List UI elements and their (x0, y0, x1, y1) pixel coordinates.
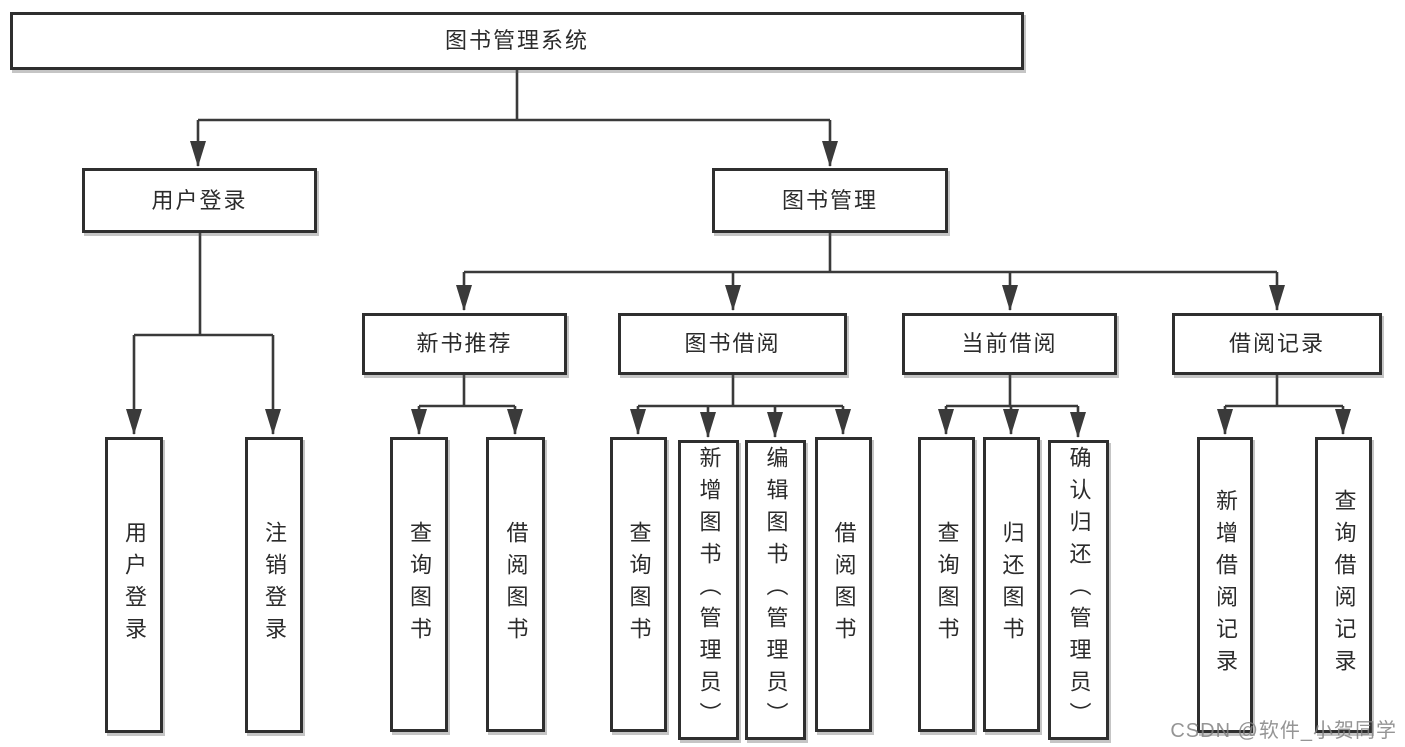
node-label: 用户登录 (122, 521, 147, 649)
watermark: CSDN @软件_小贺同学 (1170, 720, 1397, 742)
node-label: 编辑图书（管理员） (763, 446, 789, 734)
node-label: 查询图书 (626, 520, 652, 649)
node-label: 当前借阅 (961, 331, 1058, 356)
node-label: 新增图书（管理员） (696, 446, 722, 734)
node-label: 图书管理 (781, 187, 878, 213)
node-label: 确认归还（管理员） (1066, 446, 1092, 734)
node-label: 借阅记录 (1228, 331, 1325, 356)
node-label: 查询借阅记录 (1331, 489, 1357, 681)
leaf-query-borrow-record: 查询借阅记录 (1315, 437, 1372, 733)
leaf-edit-books-admin: 编辑图书（管理员） (745, 440, 806, 740)
node-label: 查询图书 (407, 520, 432, 649)
node-label: 图书管理系统 (444, 28, 589, 53)
leaf-borrow-books-recommend: 借阅图书 (486, 437, 545, 732)
node-library-management-system: 图书管理系统 (10, 12, 1024, 70)
leaf-logout: 注销登录 (245, 437, 303, 733)
node-borrowing-records: 借阅记录 (1172, 313, 1382, 375)
node-label: 新增借阅记录 (1213, 489, 1238, 681)
leaf-query-books-current: 查询图书 (918, 437, 975, 732)
leaf-query-books-recommend: 查询图书 (390, 437, 448, 732)
leaf-return-books: 归还图书 (983, 437, 1040, 732)
leaf-add-books-admin: 新增图书（管理员） (678, 440, 739, 740)
node-user-login: 用户登录 (82, 168, 317, 233)
leaf-add-borrow-record: 新增借阅记录 (1197, 437, 1253, 733)
node-label: 注销登录 (262, 521, 287, 649)
node-label: 借阅图书 (831, 520, 857, 649)
node-current-borrowing: 当前借阅 (902, 313, 1117, 375)
node-label: 查询图书 (934, 520, 960, 649)
node-label: 归还图书 (999, 520, 1025, 649)
node-label: 借阅图书 (503, 520, 529, 649)
node-new-book-recommend: 新书推荐 (362, 313, 567, 375)
leaf-confirm-return-admin: 确认归还（管理员） (1048, 440, 1109, 740)
leaf-borrow-books-borrowing: 借阅图书 (815, 437, 872, 732)
node-book-management: 图书管理 (712, 168, 948, 233)
leaf-user-login: 用户登录 (105, 437, 163, 733)
node-label: 新书推荐 (416, 331, 513, 356)
node-label: 图书借阅 (684, 331, 781, 356)
node-book-borrowing: 图书借阅 (618, 313, 847, 375)
node-label: 用户登录 (151, 187, 248, 213)
leaf-query-books-borrowing: 查询图书 (610, 437, 667, 732)
